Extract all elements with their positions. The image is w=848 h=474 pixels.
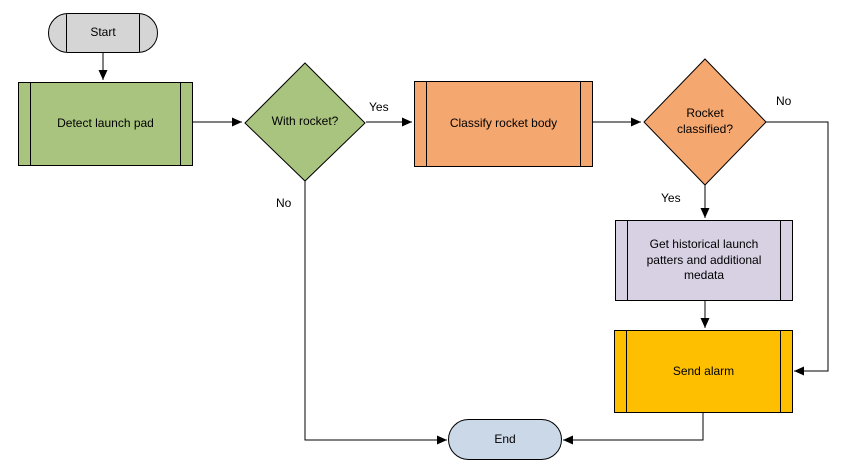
node-classify-rocket-body: Classify rocket body bbox=[414, 81, 593, 167]
node-with-rocket-label: With rocket? bbox=[271, 114, 339, 129]
node-start-terminator: Start bbox=[48, 13, 158, 53]
node-end-label: End bbox=[494, 431, 516, 446]
node-detect-launch-pad: Detect launch pad bbox=[18, 82, 193, 166]
edge-with-rocket-no bbox=[304, 181, 447, 445]
node-detect-launch-pad-label: Detect launch pad bbox=[57, 116, 154, 131]
node-get-historical-data-label: Get historical launch patters and additi… bbox=[646, 237, 762, 283]
edge-label-rocket-classified-yes: Yes bbox=[661, 191, 681, 205]
node-rocket-classified-label: Rocket classified? bbox=[676, 106, 734, 136]
edge-label-rocket-classified-no: No bbox=[776, 94, 792, 108]
with-rocket-diamond-shape bbox=[244, 62, 366, 182]
node-send-alarm: Send alarm bbox=[614, 330, 793, 413]
rocket-classified-diamond-shape bbox=[643, 58, 767, 186]
node-end-terminator: End bbox=[448, 419, 562, 460]
node-get-historical-data: Get historical launch patters and additi… bbox=[615, 220, 793, 301]
node-send-alarm-label: Send alarm bbox=[672, 363, 735, 378]
node-rocket-classified-decision: Rocket classified? bbox=[643, 58, 767, 186]
node-with-rocket-decision: With rocket? bbox=[244, 62, 366, 182]
edge-alarm-to-end bbox=[563, 413, 704, 445]
node-classify-rocket-body-label: Classify rocket body bbox=[449, 116, 558, 131]
edge-label-with-rocket-no: No bbox=[276, 196, 292, 210]
node-start-label: Start bbox=[90, 25, 116, 40]
edge-classified-no bbox=[766, 121, 829, 376]
edge-label-with-rocket-yes: Yes bbox=[369, 100, 389, 114]
